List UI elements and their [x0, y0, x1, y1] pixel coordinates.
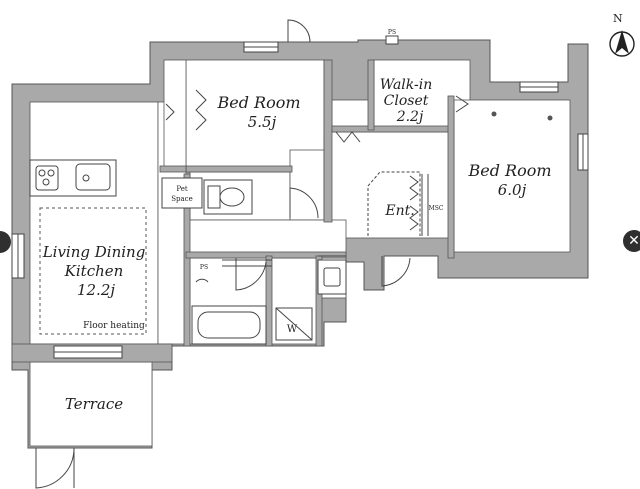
closet-name: Walk-in: [380, 77, 432, 93]
closet-name-2: Closet: [384, 93, 429, 109]
terrace-name: Terrace: [65, 395, 123, 413]
close-icon: ✕: [628, 233, 640, 249]
ldk-floor: [29, 101, 159, 345]
prev-image-button[interactable]: [0, 231, 11, 253]
closet-size: 2.2j: [396, 109, 424, 125]
bathtub: [191, 278, 267, 345]
corridor-floor: [289, 149, 325, 221]
bedroom2-floor: [453, 99, 571, 253]
washer-label: W: [287, 324, 298, 335]
closet-doors: [165, 89, 469, 231]
bedroom2-name: Bed Room: [467, 161, 551, 180]
close-button[interactable]: ✕: [623, 230, 640, 252]
bedroom1-size: 5.5j: [248, 113, 277, 131]
ldk-name: Living Dining: [42, 243, 146, 261]
ldk-name-2: Kitchen: [64, 262, 124, 280]
terrace-floor: [29, 361, 153, 447]
msc-label: MSC: [429, 205, 444, 212]
ceiling-lights: [491, 111, 553, 121]
entrance-name: Ent.: [384, 203, 414, 219]
windows: [11, 41, 589, 359]
toilet: [203, 179, 253, 215]
washer: [275, 307, 313, 341]
bedroom2-size: 6.0j: [498, 181, 527, 199]
shelving: [222, 174, 429, 267]
pet-space-label: Pet: [176, 185, 188, 193]
pet-space: Pet Space: [161, 177, 203, 209]
floor-heating-zone: [39, 207, 147, 335]
doors: [35, 19, 411, 489]
ps-top-label: PS: [388, 29, 396, 36]
pet-space-label-2: Space: [171, 195, 193, 203]
kitchen: [29, 159, 117, 197]
compass-label: N: [613, 12, 623, 25]
north-arrow-icon: N: [609, 12, 635, 57]
ps-bath-label: PS: [200, 264, 208, 271]
closet1-floor: [163, 59, 187, 171]
bedroom1-name: Bed Room: [216, 93, 300, 112]
ps-top-box: [385, 35, 399, 45]
floor-heating-label: Floor heating: [83, 321, 145, 331]
washbasin: [317, 259, 347, 295]
ldk-size: 12.2j: [77, 281, 115, 299]
